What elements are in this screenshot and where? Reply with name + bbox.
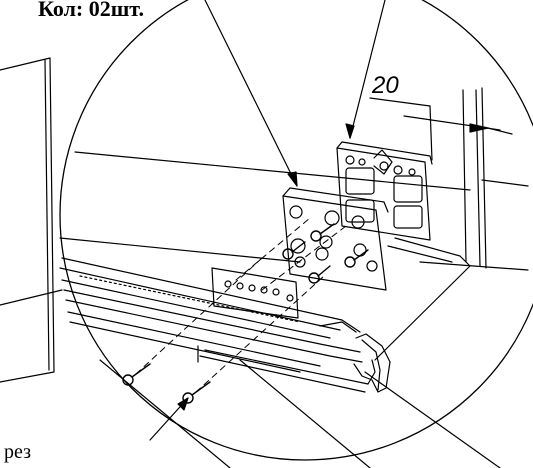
cabinet-lines [59, 87, 529, 468]
quantity-label: Кол: 02шт. [38, 0, 144, 21]
mounting-plate [211, 267, 299, 319]
dimension-label: 20 [372, 72, 399, 99]
panel-leader [0, 289, 63, 306]
wall-bracket [336, 141, 433, 241]
dimension-20 [369, 97, 513, 161]
assembly-guides [135, 217, 347, 393]
detail-circle [59, 0, 533, 461]
rail-end-cap [319, 321, 391, 393]
section-label: рез [4, 441, 32, 463]
loose-screws [122, 363, 211, 404]
runner-rail [59, 257, 376, 393]
plate-screws [282, 223, 369, 284]
adapter-plate [282, 187, 389, 291]
leader-lines [149, 0, 386, 441]
side-panel [0, 57, 55, 383]
